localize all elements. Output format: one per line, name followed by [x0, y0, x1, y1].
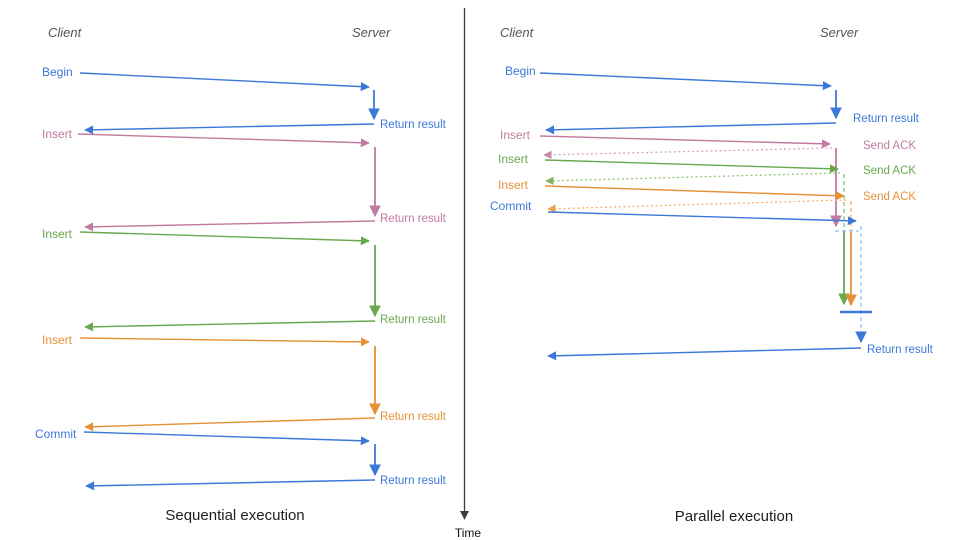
par-commit-exchange: Commit Return result [490, 199, 934, 361]
sequential-title: Sequential execution [165, 507, 304, 524]
par-insert2-ack-label: Send ACK [863, 165, 916, 177]
seq-insert3-return-arrow [84, 417, 376, 432]
par-insert2-ack-arrow [545, 172, 841, 186]
seq-insert3-label: Insert [42, 333, 73, 347]
seq-commit-request-arrow [83, 431, 370, 446]
seq-insert1-return-label: Return result [380, 213, 447, 225]
seq-insert3-return-label: Return result [380, 411, 447, 423]
par-begin-request-arrow [539, 72, 832, 91]
par-insert3-ack-arrow [547, 199, 847, 213]
sequential-server-header: Server [352, 25, 391, 40]
seq-begin-request-arrow [79, 72, 370, 92]
time-axis: Time [455, 8, 482, 540]
par-insert1-exchange: Insert Send ACK [500, 128, 916, 228]
seq-insert2-exchange: Insert Return result [42, 227, 447, 332]
seq-insert1-label: Insert [42, 127, 73, 141]
seq-commit-return-label: Return result [380, 475, 447, 487]
par-insert2-label: Insert [498, 152, 529, 166]
seq-insert1-return-arrow [84, 220, 376, 232]
par-insert3-ack-label: Send ACK [863, 191, 916, 203]
seq-insert3-request-arrow [79, 337, 370, 347]
seq-begin-return-arrow [84, 123, 375, 135]
par-insert3-exchange: Insert Send ACK [498, 178, 916, 307]
seq-insert2-request-arrow [79, 231, 370, 246]
sequential-client-header: Client [48, 25, 83, 40]
par-begin-exchange: Begin Return result [505, 64, 920, 135]
par-commit-request-arrow [547, 211, 857, 226]
seq-begin-exchange: Begin Return result [42, 65, 447, 135]
par-commit-return-label: Return result [867, 344, 934, 356]
time-axis-label: Time [455, 526, 482, 540]
par-begin-return-label: Return result [853, 113, 920, 125]
seq-begin-label: Begin [42, 65, 73, 79]
seq-commit-return-arrow [85, 479, 376, 491]
parallel-title: Parallel execution [675, 508, 793, 525]
seq-begin-return-label: Return result [380, 119, 447, 131]
par-commit-label: Commit [490, 199, 532, 213]
par-insert3-label: Insert [498, 178, 529, 192]
par-begin-label: Begin [505, 64, 536, 78]
par-commit-return-arrow [547, 347, 862, 361]
par-begin-return-arrow [545, 122, 837, 135]
sequential-panel: Client Server Begin Return result Insert… [35, 25, 447, 524]
seq-insert1-exchange: Insert Return result [42, 127, 447, 232]
seq-insert2-return-label: Return result [380, 314, 447, 326]
seq-insert3-exchange: Insert Return result [42, 333, 447, 432]
par-insert1-label: Insert [500, 128, 531, 142]
par-insert2-exchange: Insert Send ACK [498, 152, 916, 306]
par-insert2-request-arrow [544, 159, 839, 174]
par-insert1-ack-arrow [543, 147, 833, 160]
par-insert3-request-arrow [544, 185, 845, 201]
par-insert1-ack-label: Send ACK [863, 140, 916, 152]
seq-insert1-request-arrow [77, 133, 370, 148]
par-insert1-request-arrow [539, 135, 831, 149]
parallel-client-header: Client [500, 25, 535, 40]
seq-insert2-return-arrow [84, 320, 376, 332]
parallel-server-header: Server [820, 25, 859, 40]
seq-commit-label: Commit [35, 427, 77, 441]
seq-commit-exchange: Commit Return result [35, 427, 447, 491]
seq-insert2-label: Insert [42, 227, 73, 241]
parallel-panel: Client Server Begin Return result Insert… [490, 25, 934, 525]
